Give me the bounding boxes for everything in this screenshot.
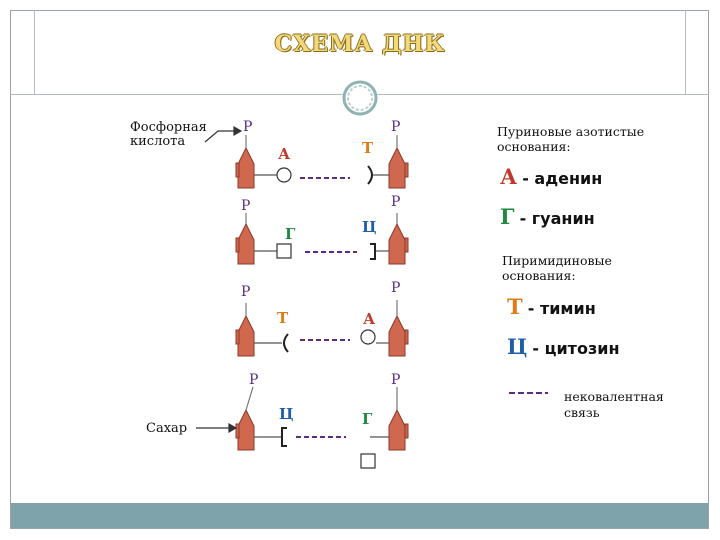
purine-square-g1 [276, 243, 292, 259]
legend-adenine-letter: А [500, 164, 518, 189]
base-letter-c1: Ц [362, 218, 377, 236]
sugar-right-4 [388, 408, 409, 451]
legend-thymine-desc: - тимин [527, 299, 596, 318]
phosphate-pointer [204, 130, 234, 143]
phosphate-p-right-1: Р [391, 119, 401, 135]
ring-ornament [342, 80, 378, 116]
legend-thymine: Т - тимин [507, 294, 596, 319]
phosphate-p-right-2: Р [391, 194, 401, 210]
base-letter-g1: Г [285, 225, 296, 243]
base-letter-t1: Т [362, 139, 374, 157]
sugar-left-1 [235, 146, 255, 189]
legend-bond-desc: нековалентная связь [564, 389, 664, 420]
pyrimidine-bracket-c1 [370, 243, 376, 260]
sugar-label: Сахар [146, 421, 188, 436]
sugar-arrowhead [228, 422, 238, 434]
legend-guanine-desc: - гуанин [519, 209, 595, 228]
sugar-right-1 [388, 146, 409, 189]
footer-bar [11, 503, 708, 528]
base-letter-c2: Ц [279, 405, 294, 423]
pyrimidine-bracket-c2 [281, 427, 287, 447]
phosphate-p-left-4: Р [249, 372, 259, 388]
purine-circle-a2 [360, 329, 376, 345]
sugar-right-3 [388, 314, 409, 357]
phosphate-p-left-2: Р [241, 198, 251, 214]
base-letter-t2: Т [277, 309, 289, 327]
sugar-left-2 [235, 222, 255, 265]
phosphate-label: Фосфорная кислота [130, 120, 207, 149]
purine-circle-a1 [276, 167, 292, 183]
purine-square-g2 [360, 453, 376, 469]
legend-cytosine-desc: - цитозин [532, 339, 620, 358]
legend-cytosine-letter: Ц [507, 334, 528, 359]
base-letter-g2: Г [362, 410, 373, 428]
legend-guanine-letter: Г [500, 204, 515, 229]
backbone-left-seg-4 [245, 386, 254, 411]
phosphate-p-left-1: Р [243, 119, 253, 135]
base-letter-a2: А [363, 310, 376, 328]
pyrimidine-arc-t2 [283, 333, 289, 353]
phosphate-p-right-4: Р [391, 372, 401, 388]
legend-pyrimidines-title: Пиримидиновые основания: [502, 253, 612, 283]
legend-adenine-desc: - аденин [522, 169, 603, 188]
legend-cytosine: Ц - цитозин [507, 334, 620, 359]
base-letter-a1: А [278, 145, 291, 163]
legend-guanine: Г - гуанин [500, 204, 595, 229]
legend-adenine: А - аденин [500, 164, 602, 189]
header-right-rule [685, 10, 686, 95]
phosphate-arrowhead [233, 125, 243, 137]
page-title: СХЕМА ДНК [274, 31, 446, 57]
sugar-right-2 [388, 222, 409, 265]
phosphate-p-left-3: Р [241, 284, 251, 300]
legend-purines-title: Пуриновые азотистые основания: [497, 124, 645, 154]
legend-thymine-letter: Т [507, 294, 523, 319]
phosphate-p-right-3: Р [391, 280, 401, 296]
sugar-left-4 [235, 408, 255, 451]
slide-frame [10, 10, 709, 529]
pyrimidine-arc-t1 [367, 165, 373, 185]
sugar-left-3 [235, 314, 255, 357]
header-left-rule [34, 10, 35, 95]
